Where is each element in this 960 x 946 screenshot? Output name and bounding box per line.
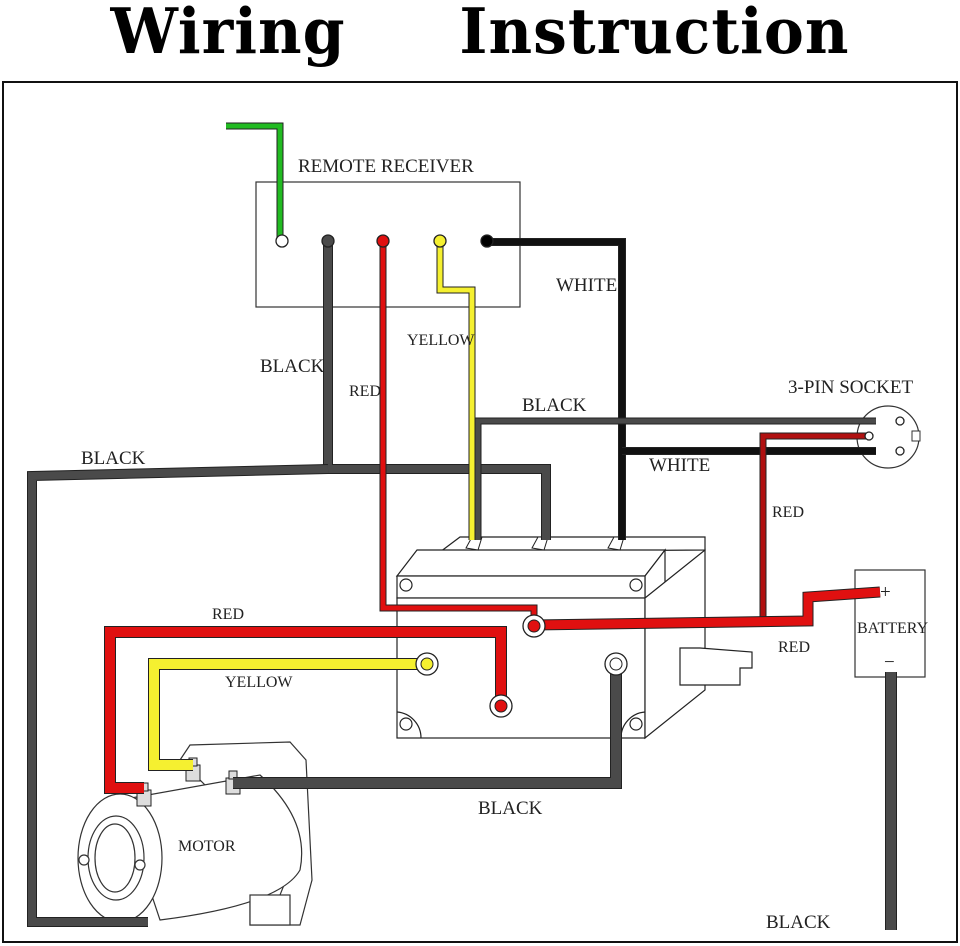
battery-plus-terminal: +: [880, 582, 891, 603]
wire-black-receiver: [324, 242, 550, 540]
socket-pin-top: [895, 416, 905, 426]
wire-green-antenna: [226, 123, 283, 240]
battery-label: BATTERY: [857, 620, 929, 637]
wire-label-yellow-receiver: YELLOW: [407, 332, 475, 349]
receiver-terminal-yellow: [433, 234, 447, 248]
receiver-terminal-white: [480, 234, 494, 248]
remote-receiver-label: REMOTE RECEIVER: [298, 156, 474, 177]
wire-label-red-socket: RED: [772, 504, 804, 521]
wire-yellow-motor: [149, 659, 427, 770]
wire-yellow-receiver-outline: [436, 242, 476, 540]
wire-label-black-battery: BLACK: [766, 912, 831, 933]
title-word-instruction: Instruction: [459, 0, 850, 69]
wire-red-motor: [105, 627, 506, 793]
wire-label-white-top: WHITE: [556, 275, 617, 296]
wires: [27, 122, 897, 930]
diagram-frame: [2, 81, 958, 943]
box-terminal-red-battery-core: [527, 619, 541, 633]
page-title: Wiring Instruction: [0, 0, 960, 72]
wire-label-black-motor: BLACK: [478, 798, 543, 819]
box-terminal-red-motor-core: [494, 699, 508, 713]
wire-label-red-receiver: RED: [349, 383, 381, 400]
motor-label: MOTOR: [178, 838, 236, 855]
wire-label-white-socket: WHITE: [649, 455, 710, 476]
receiver-terminal-red: [376, 234, 390, 248]
receiver-terminal-black: [321, 234, 335, 248]
wire-label-red-battery: RED: [778, 639, 810, 656]
socket-label: 3-PIN SOCKET: [788, 377, 913, 398]
battery-minus-terminal: −: [884, 652, 895, 673]
box-terminal-yellow-core: [420, 657, 434, 671]
wire-green-antenna-outline: [226, 122, 284, 240]
receiver-terminal-green: [275, 234, 289, 248]
title-word-wiring: Wiring: [110, 0, 346, 69]
wire-white-receiver: [487, 239, 625, 540]
wire-black-motor: [233, 666, 621, 788]
wire-label-black-receiver: BLACK: [260, 356, 325, 377]
wire-red-battery: [533, 587, 881, 630]
wire-yellow-receiver: [437, 242, 475, 540]
wire-label-black-left: BLACK: [81, 448, 146, 469]
box-terminal-black-core: [609, 657, 623, 671]
terminals: [275, 234, 905, 718]
wire-black-socket: [475, 418, 876, 540]
socket-pin-mid: [864, 431, 874, 441]
socket-pin-bottom: [895, 446, 905, 456]
wire-black-main: [28, 465, 329, 926]
wire-label-red-motor: RED: [212, 606, 244, 623]
wire-red-socket: [760, 433, 866, 617]
wire-label-yellow-motor: YELLOW: [225, 674, 293, 691]
wire-label-black-socket: BLACK: [522, 395, 587, 416]
